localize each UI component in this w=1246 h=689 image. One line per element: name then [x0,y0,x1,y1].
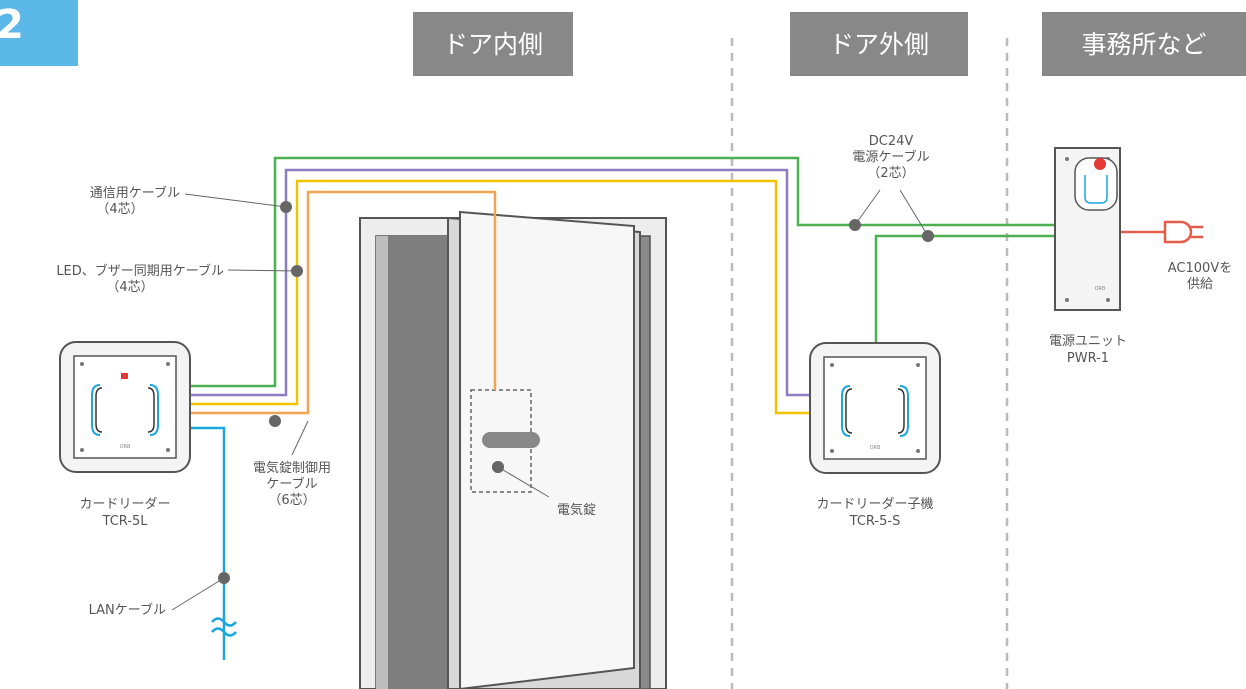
card-reader-main: ORB [59,341,191,473]
door [359,210,667,689]
label-lan-cable: LANケーブル [89,602,166,618]
label-ac-supply: 供給 [1187,277,1213,292]
label-led-cable: LED、ブザー同期用ケーブル [56,263,224,279]
power-unit-logo: ORB [1095,286,1106,292]
header-outside-text: ドア外側 [829,30,929,59]
label-lock-cable-2: ケーブル [266,476,317,492]
main-reader-model: TCR-5L [102,514,149,529]
power-indicator-icon [1094,158,1106,170]
sub-reader-model: TCR-5-S [849,514,901,529]
cable-lan [187,426,226,660]
power-unit-name: 電源ユニット [1049,334,1127,349]
label-led-cable-cores: （4芯） [106,280,153,295]
header-inside: ドア内側 [413,12,573,76]
label-electric-lock: 電気錠 [557,502,596,518]
label-lock-cable-cores: （6芯） [268,493,315,508]
cable-purple [187,168,812,397]
lock-icon [121,373,128,379]
plug-icon [1163,220,1203,244]
main-reader-name: カードリーダー [79,497,170,512]
label-comm-cable-cores: （4芯） [96,202,143,217]
lan-break-mark [211,617,237,637]
cable-yellow [187,179,812,415]
sub-reader-logo: ORB [870,445,881,451]
header-office: 事務所など [1042,12,1246,76]
cables [187,156,1165,660]
power-unit: ORB [1054,147,1121,311]
card-reader-sub: ORB [809,342,941,474]
cable-green [187,156,1058,388]
label-comm-cable: 通信用ケーブル [90,185,180,201]
step-badge: 2 [0,0,78,66]
label-dc24v: DC24V [869,134,914,149]
cable-green-sub [874,234,1058,343]
label-power-cable: 電源ケーブル [852,149,929,165]
sub-reader-name: カードリーダー子機 [816,497,933,512]
header-outside: ドア外側 [790,12,968,76]
header-office-text: 事務所など [1081,30,1206,59]
callout-dots [218,201,934,584]
label-lock-cable: 電気錠制御用 [253,460,331,476]
cable-orange [187,190,497,415]
step-number: 2 [0,2,24,48]
label-ac100v: AC100Vを [1168,261,1232,276]
callout-leaders [171,189,929,611]
header-inside-text: ドア内側 [443,30,543,59]
label-power-cable-cores: （2芯） [867,166,914,181]
power-unit-model: PWR-1 [1067,351,1109,366]
main-reader-logo: ORB [120,444,131,450]
